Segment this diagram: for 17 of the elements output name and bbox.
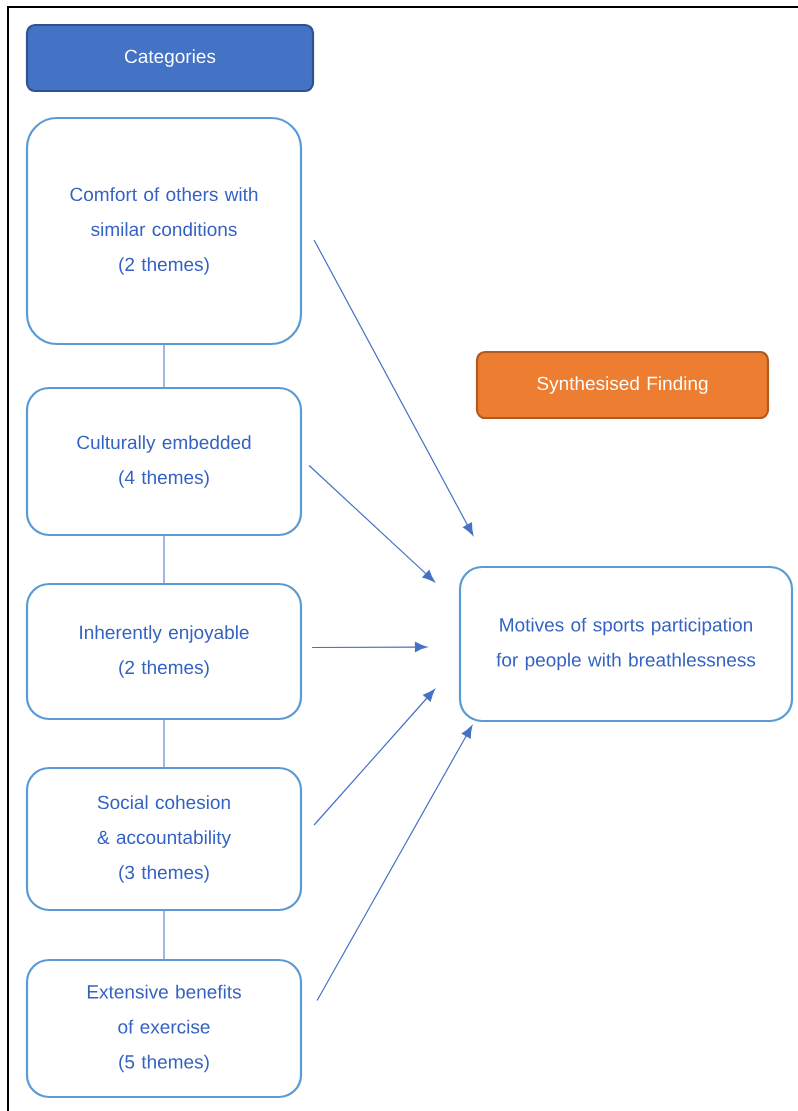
- category-box: Social cohesion & accountability (3 themes): [25, 766, 303, 912]
- arrow: [313, 239, 474, 536]
- heading-box: Categories: [25, 23, 315, 93]
- arrow: [311, 642, 428, 653]
- category-box: Comfort of others with similar conditions (2 themes): [25, 116, 303, 346]
- connector-line: [163, 535, 165, 584]
- category-box: Culturally embedded (4 themes): [25, 386, 303, 537]
- arrow: [313, 689, 435, 826]
- connector-line: [163, 719, 165, 768]
- arrow: [316, 725, 473, 1002]
- connector-line: [163, 910, 165, 960]
- category-box: Inherently enjoyable (2 themes): [25, 582, 303, 721]
- arrow: [308, 464, 435, 582]
- category-box: Extensive benefits of exercise (5 themes): [25, 958, 303, 1099]
- heading-box: Synthesised Finding: [475, 350, 770, 420]
- finding-box: Motives of sports participation for people with breathlessness: [458, 565, 794, 723]
- connector-line: [163, 344, 165, 388]
